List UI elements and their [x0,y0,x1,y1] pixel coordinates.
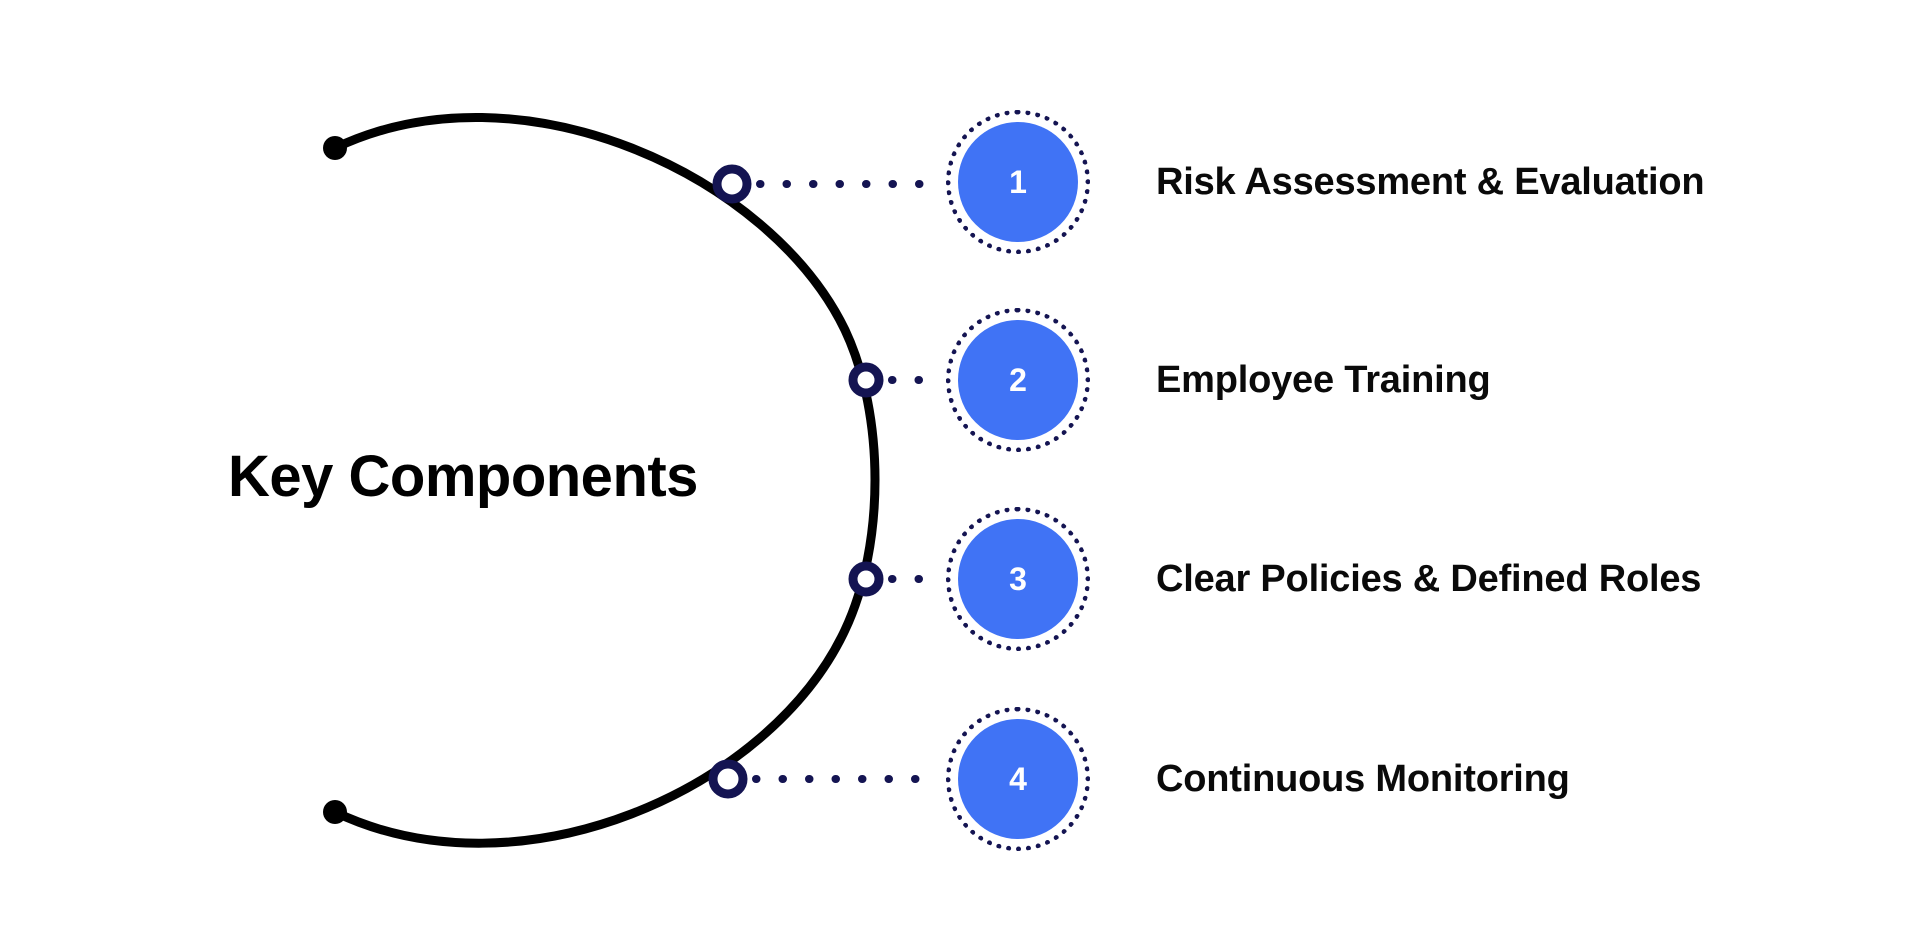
arc-connector-node-2[interactable] [848,362,884,398]
badge-number-1: 1 [1009,164,1027,200]
step-row-3[interactable]: 3 Clear Policies & Defined Roles [938,499,1701,659]
dotted-ring-icon-2 [946,308,1090,452]
arc-connector-node-3[interactable] [848,561,884,597]
badge-circle-2[interactable]: 2 [958,320,1078,440]
step-badge-1[interactable]: 1 [938,102,1098,262]
step-badge-4[interactable]: 4 [938,699,1098,859]
arc-endpoint-dot-bottom [323,800,347,824]
step-label-1: Risk Assessment & Evaluation [1156,160,1705,203]
step-label-3: Clear Policies & Defined Roles [1156,557,1702,600]
badge-number-2: 2 [1009,362,1027,398]
badge-number-4: 4 [1009,761,1027,797]
badge-circle-3[interactable]: 3 [958,519,1078,639]
step-badge-3[interactable]: 3 [938,499,1098,659]
step-row-4[interactable]: 4 Continuous Monitoring [938,699,1570,859]
badge-number-3: 3 [1009,561,1027,597]
badge-circle-4[interactable]: 4 [958,719,1078,839]
arc-connector-node-1[interactable] [712,164,752,204]
dotted-ring-icon-4 [946,707,1090,851]
step-label-2: Employee Training [1156,358,1491,401]
page-title: Key Components [228,444,698,509]
step-label-4: Continuous Monitoring [1156,757,1570,800]
badge-circle-1[interactable]: 1 [958,122,1078,242]
arc-connector-node-4[interactable] [708,759,748,799]
step-badge-2[interactable]: 2 [938,300,1098,460]
step-row-2[interactable]: 2 Employee Training [938,300,1491,460]
step-row-1[interactable]: 1 Risk Assessment & Evaluation [938,102,1705,262]
arc-endpoint-dot-top [323,136,347,160]
dotted-ring-icon-1 [946,110,1090,254]
dotted-ring-icon-3 [946,507,1090,651]
